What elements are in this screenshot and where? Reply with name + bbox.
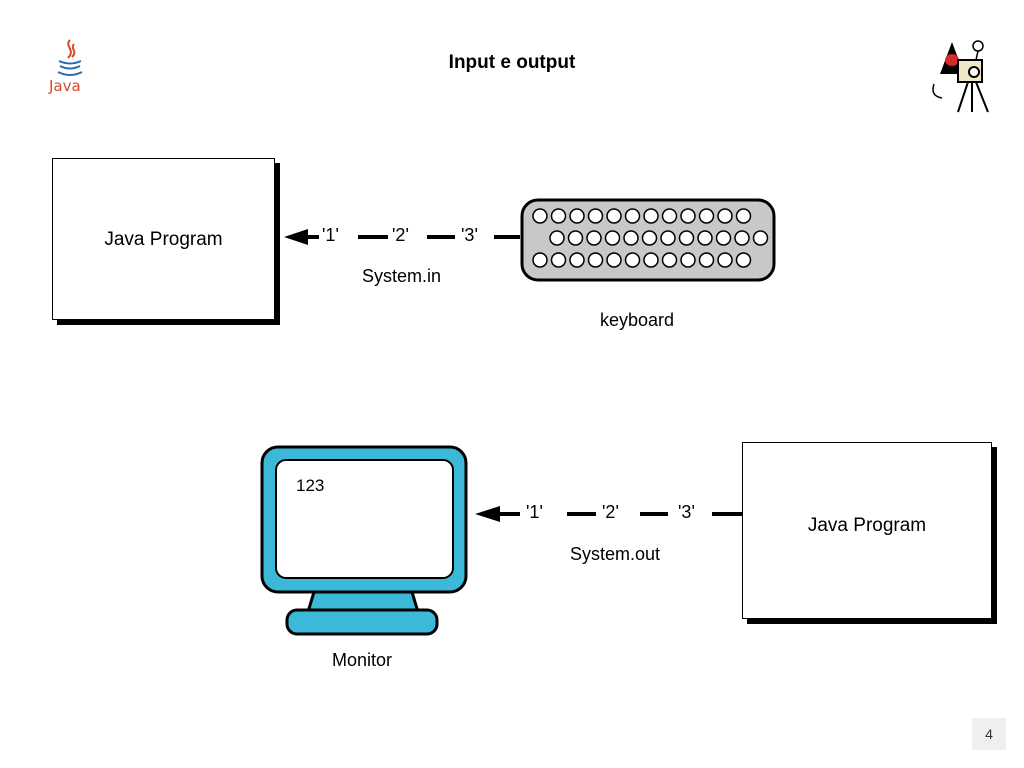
java-logo-text: Java (49, 77, 81, 95)
arrow-left-icon (475, 506, 500, 522)
key (643, 208, 659, 224)
key (604, 230, 621, 246)
key (735, 208, 752, 224)
key (569, 252, 585, 268)
key (550, 208, 567, 224)
key (643, 252, 659, 268)
key (698, 208, 715, 224)
key (624, 208, 641, 224)
key (717, 208, 733, 224)
key (660, 230, 676, 246)
duke-mascot-icon (932, 40, 989, 113)
key (641, 230, 658, 246)
stream-char-1: '1' (322, 225, 339, 245)
stream-char-3: '3' (678, 502, 695, 522)
arrow-left-icon (284, 229, 308, 245)
key (715, 230, 732, 246)
key (569, 208, 585, 224)
key (587, 252, 604, 268)
keyboard-icon (520, 198, 776, 282)
key (623, 230, 639, 246)
key (532, 208, 548, 224)
key (734, 230, 750, 246)
key (698, 252, 715, 268)
key (735, 252, 752, 268)
stream-char-1: '1' (526, 502, 543, 522)
monitor-screen-text: 123 (296, 476, 325, 495)
java-program-box-input: Java Program (52, 158, 275, 320)
monitor-label: Monitor (332, 650, 393, 670)
key (606, 252, 622, 268)
java-program-label: Java Program (807, 515, 927, 536)
key (624, 252, 641, 268)
system-in-label: System.in (362, 266, 442, 286)
key (717, 252, 733, 268)
key (678, 230, 695, 246)
stream-char-3: '3' (461, 225, 478, 245)
key (752, 230, 769, 246)
java-program-box-output: Java Program (742, 442, 992, 619)
key (661, 208, 678, 224)
key (697, 230, 713, 246)
key (532, 252, 548, 268)
java-program-label: Java Program (104, 229, 223, 250)
key (661, 252, 678, 268)
monitor-icon (260, 445, 468, 636)
stream-char-2: '2' (602, 502, 619, 522)
stream-char-2: '2' (392, 225, 409, 245)
title: Input e output (448, 52, 576, 73)
system-out-label: System.out (570, 544, 661, 564)
key (606, 208, 622, 224)
java-logo-icon (57, 39, 83, 76)
page-number: 4 (972, 718, 1006, 750)
key (586, 230, 602, 246)
key (680, 252, 696, 268)
key (549, 230, 565, 246)
key (587, 208, 604, 224)
key (567, 230, 584, 246)
key (680, 208, 696, 224)
key (550, 252, 567, 268)
keyboard-label: keyboard (600, 310, 675, 330)
